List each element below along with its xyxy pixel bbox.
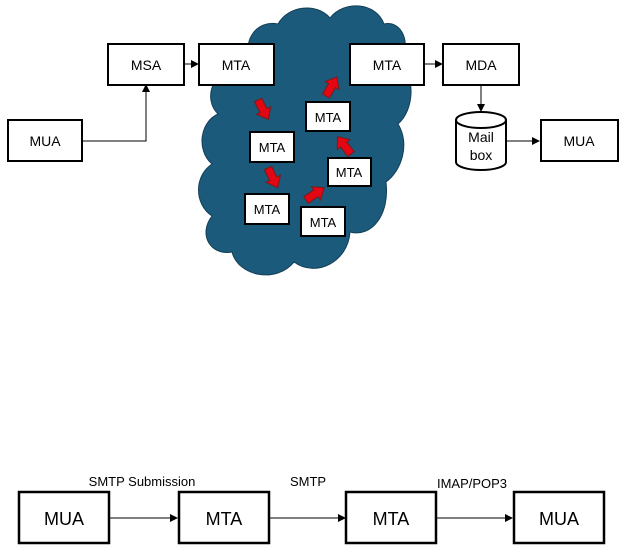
bottom-mua-right-node: MUA — [512, 490, 606, 545]
mta-entry-node: MTA — [198, 43, 275, 86]
protocol-smtp: SMTP — [290, 474, 326, 489]
mua-left-label: MUA — [29, 133, 61, 149]
bottom-mua-left-node: MUA — [17, 490, 111, 545]
hop-arrow-2 — [263, 165, 282, 189]
hop-arrow-4 — [336, 136, 355, 158]
msa-label: MSA — [131, 57, 162, 73]
mailbox-node: Mail box — [455, 111, 507, 171]
relay-mta-5: MTA — [305, 101, 351, 132]
hop-arrow-3 — [303, 186, 325, 205]
edge-mua-to-msa — [82, 84, 150, 142]
bottom-mta-right-node: MTA — [344, 490, 438, 545]
relay-mta-5-label: MTA — [315, 110, 342, 125]
bottom-mta-right-label: MTA — [373, 509, 410, 529]
hop-arrows — [253, 76, 355, 205]
mta-entry-label: MTA — [222, 57, 251, 73]
bottom-mta-left-label: MTA — [206, 509, 243, 529]
mda-label: MDA — [465, 57, 497, 73]
mua-right-node: MUA — [540, 119, 619, 162]
hop-arrow-5 — [321, 76, 340, 99]
top-diagram: MUA MSA MTA MTA MDA Mail box MUA — [7, 5, 619, 276]
mta-exit-label: MTA — [373, 57, 402, 73]
mda-node: MDA — [442, 43, 520, 86]
relay-mta-2: MTA — [244, 193, 290, 225]
bottom-mta-left-node: MTA — [177, 490, 271, 545]
mua-left-node: MUA — [7, 119, 83, 162]
relay-mta-4-label: MTA — [336, 165, 363, 180]
bottom-diagram: SMTP Submission SMTP IMAP/POP3 MUA MTA M… — [17, 474, 606, 545]
protocol-smtp-submission: SMTP Submission — [89, 474, 196, 489]
relay-mta-3: MTA — [300, 206, 346, 237]
relay-mta-1-label: MTA — [259, 140, 286, 155]
msa-node: MSA — [107, 43, 185, 86]
mta-exit-node: MTA — [349, 43, 425, 86]
bottom-mua-right-label: MUA — [539, 509, 579, 529]
protocol-imap-pop3: IMAP/POP3 — [437, 476, 507, 491]
mailbox-label-line2: box — [470, 147, 493, 163]
hop-arrow-1 — [253, 97, 272, 121]
relay-mta-2-label: MTA — [254, 202, 281, 217]
mailbox-label-line1: Mail — [468, 129, 494, 145]
mua-right-label: MUA — [563, 133, 595, 149]
relay-mta-1: MTA — [249, 131, 295, 163]
relay-mta-3-label: MTA — [310, 215, 337, 230]
bottom-mua-left-label: MUA — [44, 509, 84, 529]
relay-mta-4: MTA — [327, 157, 372, 187]
